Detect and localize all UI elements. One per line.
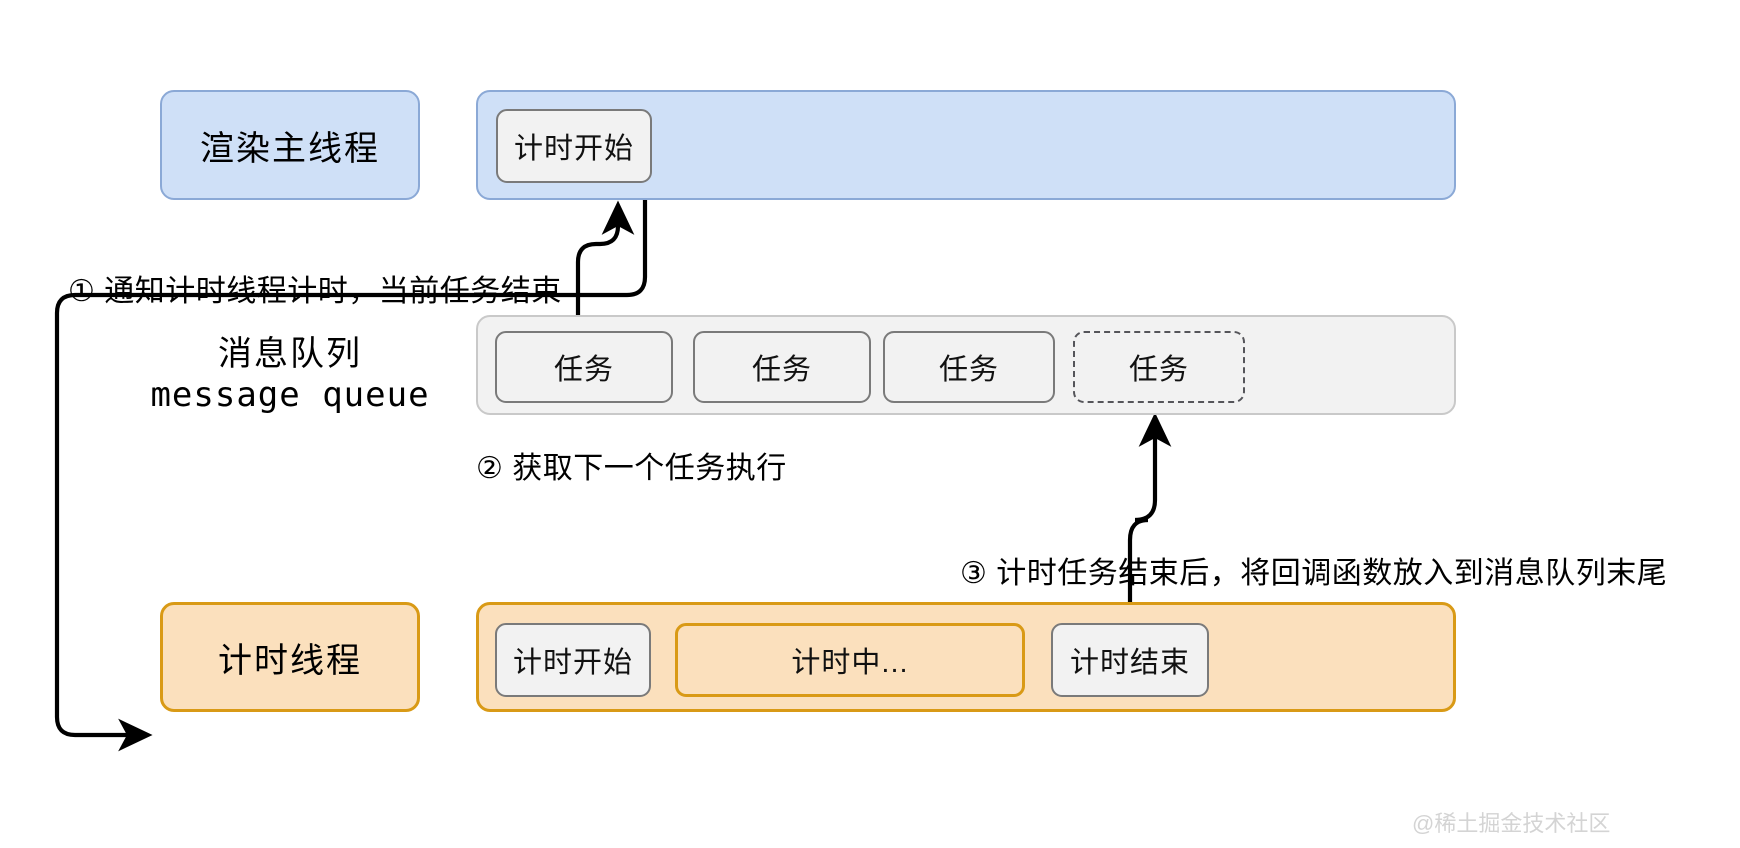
lane-label-main-thread: 渲染主线程 bbox=[160, 90, 420, 200]
lane-label-timer-thread-text: 计时线程 bbox=[218, 641, 362, 680]
block-timer-start[interactable]: 计时开始 bbox=[496, 109, 652, 183]
connector-step-2 bbox=[575, 200, 635, 330]
queue-task-3[interactable]: 任务 bbox=[883, 331, 1055, 403]
message-queue-track: 任务 任务 任务 任务 bbox=[476, 315, 1456, 415]
block-timing-start-label: 计时开始 bbox=[512, 647, 633, 679]
annotation-step-1: ① 通知计时线程计时，当前任务结束 bbox=[68, 275, 562, 308]
lane-label-message-queue-en: message queue bbox=[150, 375, 430, 416]
annotation-step-3: ③ 计时任务结束后，将回调函数放入到消息队列末尾 bbox=[960, 557, 1668, 590]
block-timing-end-label: 计时结束 bbox=[1069, 647, 1190, 679]
queue-task-1[interactable]: 任务 bbox=[495, 331, 673, 403]
queue-task-1-label: 任务 bbox=[553, 354, 614, 386]
watermark: @稀土掘金技术社区 bbox=[1412, 811, 1611, 836]
annotation-step-2: ② 获取下一个任务执行 bbox=[476, 452, 787, 485]
queue-task-4-placeholder[interactable]: 任务 bbox=[1073, 331, 1245, 403]
queue-task-2-label: 任务 bbox=[751, 354, 812, 386]
queue-task-3-label: 任务 bbox=[938, 354, 999, 386]
block-timing-running[interactable]: 计时中... bbox=[675, 623, 1025, 697]
lane-label-message-queue-cn: 消息队列 bbox=[218, 335, 362, 373]
block-timer-start-label: 计时开始 bbox=[513, 133, 634, 165]
block-timing-end[interactable]: 计时结束 bbox=[1051, 623, 1209, 697]
queue-task-4-label: 任务 bbox=[1128, 354, 1189, 386]
queue-task-2[interactable]: 任务 bbox=[693, 331, 871, 403]
lane-label-timer-thread: 计时线程 bbox=[160, 602, 420, 712]
block-timing-running-label: 计时中... bbox=[791, 647, 909, 679]
main-thread-track: 计时开始 bbox=[476, 90, 1456, 200]
block-timing-start[interactable]: 计时开始 bbox=[495, 623, 651, 697]
lane-label-message-queue: 消息队列 message queue bbox=[140, 334, 440, 417]
timer-thread-track: 计时开始 计时中... 计时结束 bbox=[476, 602, 1456, 712]
lane-label-main-thread-text: 渲染主线程 bbox=[200, 129, 380, 168]
connector-step-3 bbox=[1127, 412, 1172, 628]
